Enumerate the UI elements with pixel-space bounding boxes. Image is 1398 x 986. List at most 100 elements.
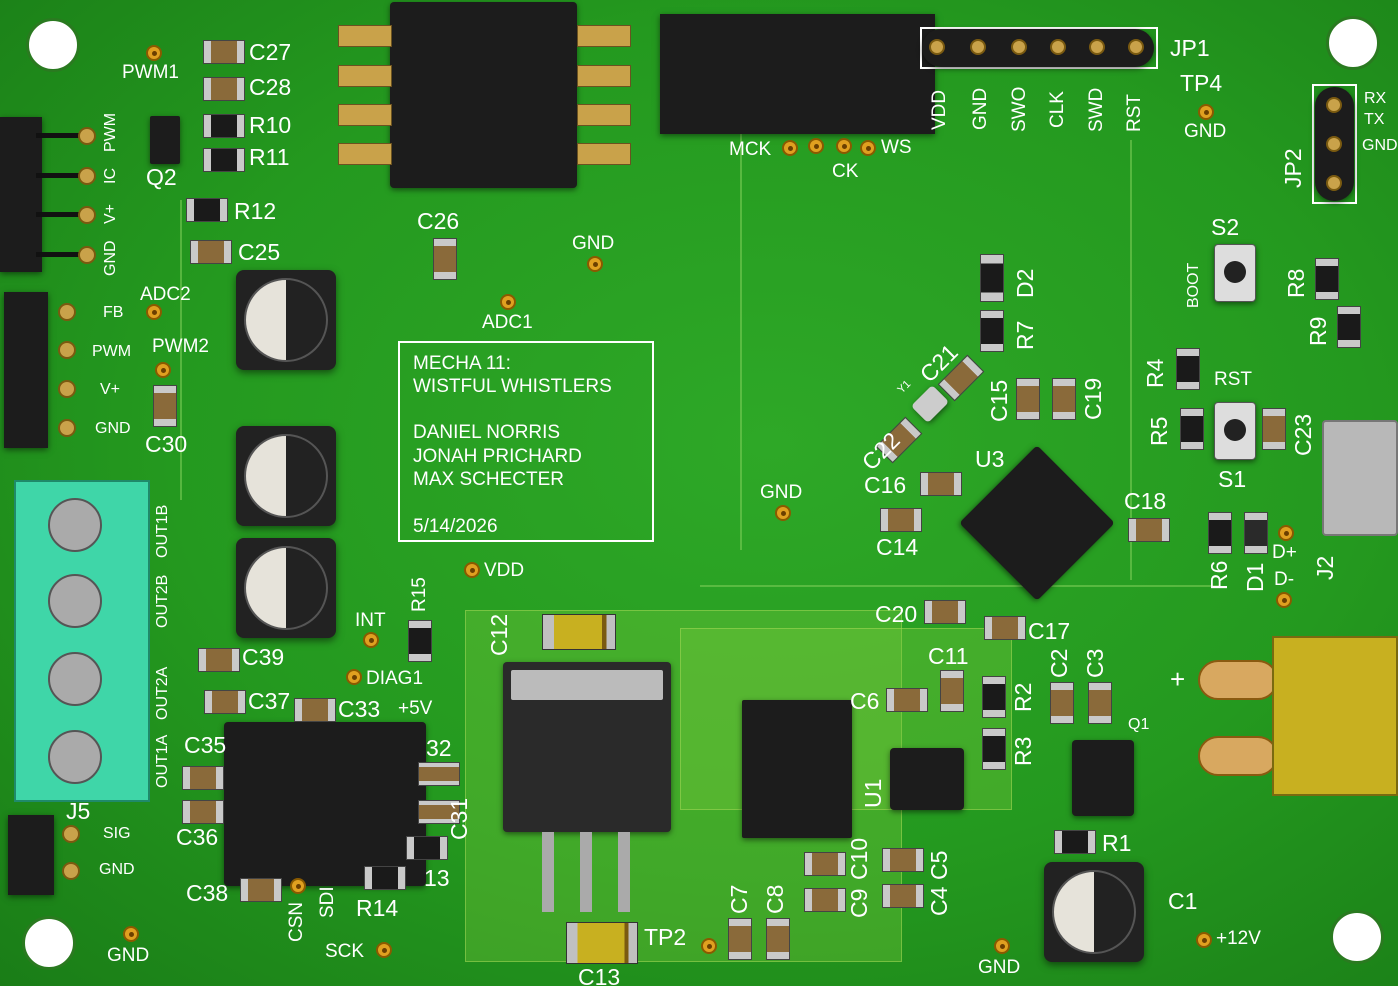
cap-c25	[190, 240, 232, 264]
c28-label: C28	[249, 74, 292, 100]
testpoint-csn	[290, 878, 306, 894]
header-pin	[36, 173, 86, 178]
res-r11	[203, 148, 245, 172]
testpoint-ws	[860, 140, 876, 156]
button-s2-cap[interactable]	[1224, 261, 1246, 283]
c13-stub-label: 13	[424, 865, 450, 891]
trace	[180, 200, 182, 500]
res-r3	[982, 728, 1006, 770]
c16-label: C16	[864, 472, 907, 498]
cap-c30	[153, 385, 177, 427]
trace	[1130, 140, 1132, 580]
cap-c39	[198, 648, 240, 672]
res-r10	[203, 114, 245, 138]
testpoint-mck	[782, 140, 798, 156]
jp1-rst-label: RST	[1124, 94, 1145, 132]
j5-label: J5	[66, 798, 91, 824]
button-s1-cap[interactable]	[1224, 419, 1246, 441]
jp2-pin	[1326, 136, 1342, 152]
ic-motor-driver	[224, 722, 426, 886]
adc1-label: ADC1	[482, 312, 533, 333]
hdr1-vplus-label: V+	[102, 203, 119, 224]
c4-label: C4	[926, 886, 952, 916]
csn-label: CSN	[286, 901, 307, 942]
jp1-pin	[929, 39, 945, 55]
jp1-pin	[1128, 39, 1144, 55]
out2b-label: OUT2B	[154, 574, 171, 628]
cap-c16	[920, 472, 962, 496]
led-d2	[980, 254, 1004, 302]
hdr2-gnd-label: GND	[95, 420, 131, 437]
header-pad	[78, 167, 96, 185]
gnd-bl-label: GND	[107, 945, 150, 966]
power-jack[interactable]	[1272, 636, 1398, 796]
testpoint-pwm2	[155, 362, 171, 378]
j2-label: J2	[1312, 555, 1338, 580]
usb-connector-j2[interactable]	[1322, 420, 1398, 536]
testpoint-dplus	[1278, 525, 1294, 541]
int-label: INT	[355, 610, 386, 631]
y1-label: Y1	[895, 378, 914, 397]
cap-c18	[1128, 518, 1170, 542]
pwm2-label: PWM2	[152, 336, 209, 357]
c38-label: C38	[186, 880, 229, 906]
info-line5: MAX SCHECTER	[413, 469, 564, 490]
module-top	[660, 14, 935, 134]
cap-c19	[1052, 378, 1076, 420]
testpoint-gnd-br	[994, 938, 1010, 954]
gnd-top-label: GND	[572, 233, 615, 254]
c18-label: C18	[1124, 488, 1167, 514]
header-pad	[58, 419, 76, 437]
info-line6: 5/14/2026	[413, 516, 498, 537]
header-pad	[58, 380, 76, 398]
info-line3: DANIEL NORRIS	[413, 422, 561, 443]
button-s2[interactable]	[1214, 244, 1256, 302]
header-pad	[58, 341, 76, 359]
cap-c33	[294, 698, 336, 722]
electrolytic-cap-c1	[1044, 862, 1144, 962]
jp2-outline	[1312, 84, 1357, 204]
header-pad	[78, 127, 96, 145]
testpoint-sck	[376, 942, 392, 958]
c7-label: C7	[726, 884, 752, 914]
cap-c23	[1262, 408, 1286, 450]
electrolytic-cap	[236, 426, 336, 526]
res-r12	[186, 198, 228, 222]
c5-label: C5	[926, 850, 952, 880]
hdr2-fb-label: FB	[103, 304, 124, 321]
regulator-lead	[542, 832, 554, 912]
info-line4: JONAH PRICHARD	[413, 446, 582, 467]
hdr2-vplus-label: V+	[100, 381, 121, 398]
electrolytic-cap	[236, 270, 336, 370]
jp2-label: JP2	[1280, 148, 1306, 188]
jp1-vdd-label: VDD	[929, 89, 950, 130]
ic-pad	[338, 143, 392, 165]
res-r4	[1176, 348, 1200, 390]
button-s1[interactable]	[1214, 402, 1256, 460]
c14-label: C14	[876, 534, 919, 560]
res-r7	[980, 310, 1004, 352]
mounting-hole	[1330, 910, 1384, 964]
ic-pad	[577, 65, 631, 87]
info-line1: MECHA 11:	[413, 353, 511, 374]
s1-label: S1	[1218, 466, 1247, 492]
res-r2	[982, 676, 1006, 718]
dplus-label: D+	[1272, 542, 1297, 563]
cap-c35	[182, 766, 224, 790]
header-pad	[62, 862, 80, 880]
terminal-screw	[48, 498, 102, 552]
r12-label: R12	[234, 198, 277, 224]
hdr2-pwm-label: PWM	[92, 343, 132, 360]
ic-pad	[338, 25, 392, 47]
r14-label: R14	[356, 895, 399, 921]
cap-c10	[804, 852, 846, 876]
terminal-screw	[48, 730, 102, 784]
jp1-gnd-label: GND	[970, 87, 991, 130]
r1-label: R1	[1102, 830, 1132, 856]
cap-c36	[182, 800, 224, 824]
regulator-lead	[580, 832, 592, 912]
testpoint-adc1	[500, 294, 516, 310]
header-j5	[8, 815, 54, 895]
ic-pad	[577, 104, 631, 126]
header-pad	[78, 246, 96, 264]
